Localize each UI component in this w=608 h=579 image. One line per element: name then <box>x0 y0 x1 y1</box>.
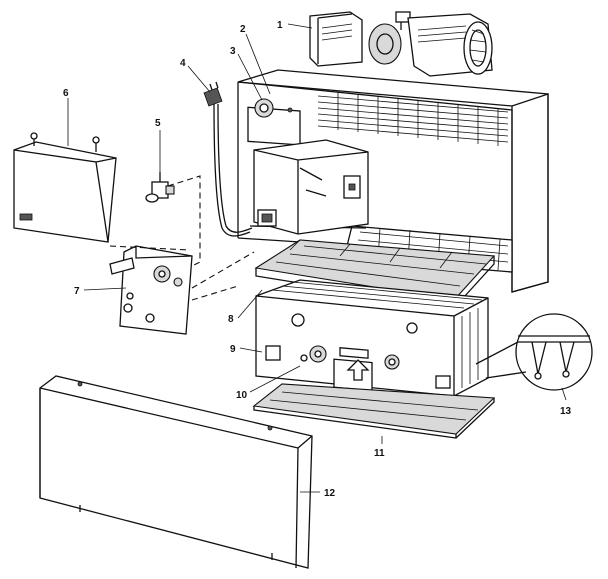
callout-2: 2 <box>240 24 246 35</box>
cabinet-louvers <box>317 92 509 146</box>
assembly-guide-lines <box>109 175 255 301</box>
front-panel <box>39 375 313 569</box>
leader-lines <box>67 23 567 493</box>
callout-1: 1 <box>277 20 283 31</box>
power-cord <box>203 81 253 237</box>
callout-10: 10 <box>236 390 248 401</box>
callout-11: 11 <box>374 448 385 459</box>
detail-magnifier <box>475 313 593 391</box>
callout-12: 12 <box>324 488 336 499</box>
callout-8: 8 <box>228 314 234 325</box>
bottom-grille <box>252 383 496 439</box>
callout-9: 9 <box>230 344 236 355</box>
callout-3: 3 <box>230 46 236 57</box>
switch-part <box>145 172 175 203</box>
cover-plate <box>13 132 117 243</box>
callout-4: 4 <box>180 58 186 69</box>
blower-assembly <box>309 11 493 77</box>
callout-5: 5 <box>155 118 161 129</box>
callout-13: 13 <box>560 406 572 417</box>
callout-7: 7 <box>74 286 80 297</box>
heating-element-assembly <box>255 279 489 397</box>
control-box <box>253 139 369 235</box>
control-bracket <box>109 245 193 335</box>
callout-6: 6 <box>63 88 69 99</box>
